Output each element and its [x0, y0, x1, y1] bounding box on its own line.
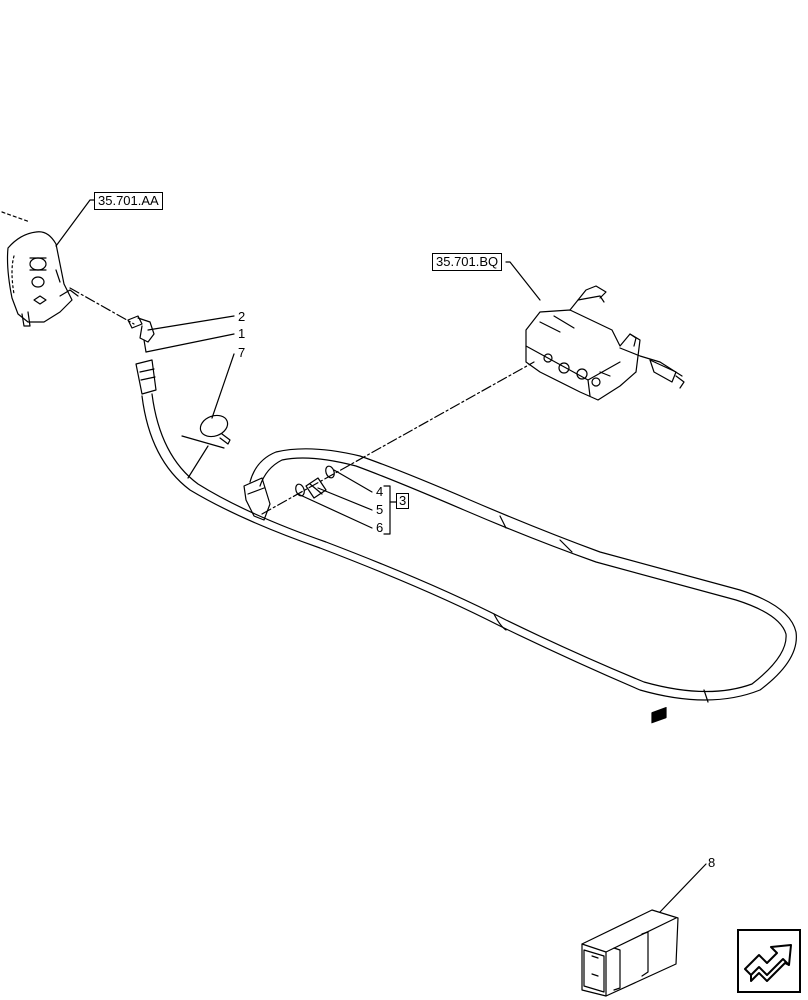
callout-4: 4: [376, 484, 384, 499]
reference-label-35701AA[interactable]: 35.701.AA: [94, 192, 163, 210]
centerline-right: [261, 361, 535, 515]
main-hose: [135, 359, 797, 703]
cut-mark: [181, 435, 225, 479]
callout-6: 6: [376, 520, 384, 535]
centerline-left: [69, 287, 135, 325]
reference-label-35701BQ[interactable]: 35.701.BQ: [432, 253, 503, 271]
parts-kit-box-icon: [581, 706, 679, 997]
left-mount-bracket: [1, 211, 79, 327]
hose-clamp: [199, 414, 231, 445]
next-page-arrow-icon[interactable]: [737, 929, 801, 993]
leader-lines: [55, 199, 707, 913]
callout-1: 1: [238, 326, 246, 341]
callout-5: 5: [376, 502, 384, 517]
hose-end-fitting: [243, 477, 271, 521]
callout-2: 2: [238, 309, 246, 324]
elbow-fitting: [127, 315, 155, 353]
valve-block: [525, 285, 685, 401]
callout-8: 8: [708, 855, 716, 870]
callout-3-kit: 3: [396, 493, 410, 509]
callout-7: 7: [238, 345, 246, 360]
